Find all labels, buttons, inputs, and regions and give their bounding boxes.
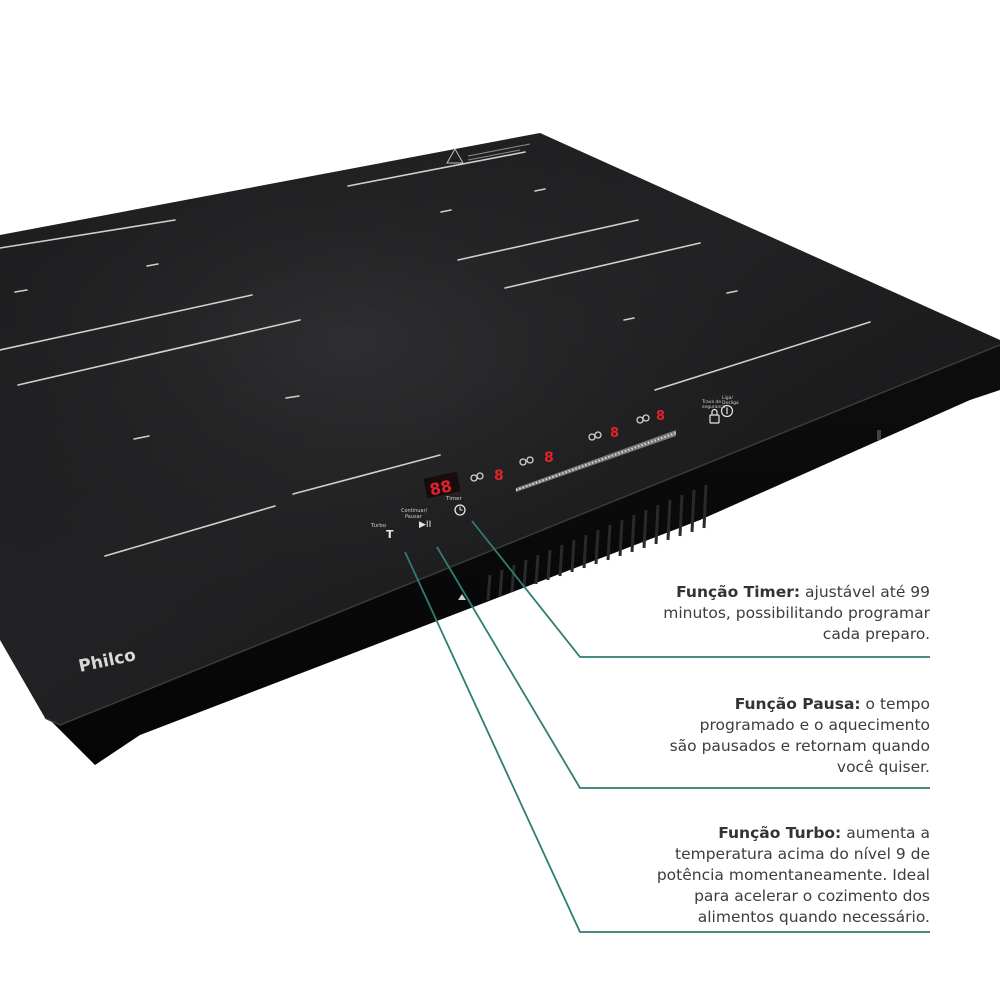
timer-button[interactable]: Timer	[445, 496, 466, 516]
pause-button[interactable]: Continuar/ Pausar ▶II	[401, 508, 431, 530]
power-button[interactable]: Liga/ Desliga	[720, 395, 739, 418]
svg-text:Liga/: Liga/	[722, 395, 733, 401]
svg-text:Continuar/: Continuar/	[401, 508, 428, 514]
zone-4-selector[interactable]: 8	[636, 409, 665, 424]
pause-callout-title: Função Pausa:	[734, 695, 861, 713]
turbo-callout-text: aumenta a temperatura acima do nível 9 d…	[656, 824, 930, 926]
turbo-callout: Função Turbo: aumenta a temperatura acim…	[632, 823, 930, 928]
zone-1-selector[interactable]: 8	[470, 468, 504, 484]
svg-text:Pausar: Pausar	[405, 514, 423, 520]
svg-text:Turbo: Turbo	[370, 523, 387, 529]
timer-callout-text: ajustável até 99 minutos, possibilitando…	[663, 583, 930, 643]
timer-display: 88	[423, 471, 461, 499]
zone-3-selector[interactable]: 8	[588, 426, 619, 441]
pause-leader-line	[436, 546, 930, 789]
svg-text:segurança: segurança	[702, 404, 726, 410]
lock-button[interactable]: Trava de segurança	[701, 399, 726, 424]
glass-sheen	[0, 133, 1000, 725]
svg-text:Trava de: Trava de	[701, 399, 721, 405]
svg-text:Timer: Timer	[445, 496, 462, 502]
leader-lines	[404, 520, 930, 933]
cooking-zone-marks	[0, 151, 871, 557]
power-slider[interactable]	[515, 430, 677, 492]
svg-text:Desliga: Desliga	[722, 400, 739, 406]
svg-text:8: 8	[656, 409, 665, 424]
turbo-callout-title: Função Turbo:	[718, 824, 842, 842]
svg-text:8: 8	[544, 450, 554, 466]
warning-label	[446, 143, 531, 164]
glass-edge	[44, 344, 1000, 726]
turbo-button[interactable]: Turbo T	[370, 523, 394, 541]
cooktop-body	[50, 345, 1000, 765]
svg-text:88: 88	[428, 476, 454, 499]
control-panel: 88 8 8 8 8 Turbo	[370, 395, 739, 541]
turbo-leader-line	[404, 551, 930, 933]
timer-callout-title: Função Timer:	[676, 583, 801, 601]
side-button	[877, 430, 881, 440]
svg-text:8: 8	[610, 426, 619, 441]
timer-callout: Função Timer: ajustável até 99 minutos, …	[660, 582, 930, 645]
zone-2-selector[interactable]: 8	[519, 450, 554, 466]
pause-callout-text: o tempo programado e o aquecimento são p…	[669, 695, 930, 776]
svg-text:T: T	[386, 528, 394, 541]
svg-text:8: 8	[494, 468, 504, 484]
vent-grille	[486, 484, 708, 601]
pause-callout: Função Pausa: o tempo programado e o aqu…	[668, 694, 930, 778]
front-marker	[458, 594, 466, 600]
svg-text:▶II: ▶II	[419, 520, 431, 530]
timer-leader-line	[471, 520, 930, 658]
